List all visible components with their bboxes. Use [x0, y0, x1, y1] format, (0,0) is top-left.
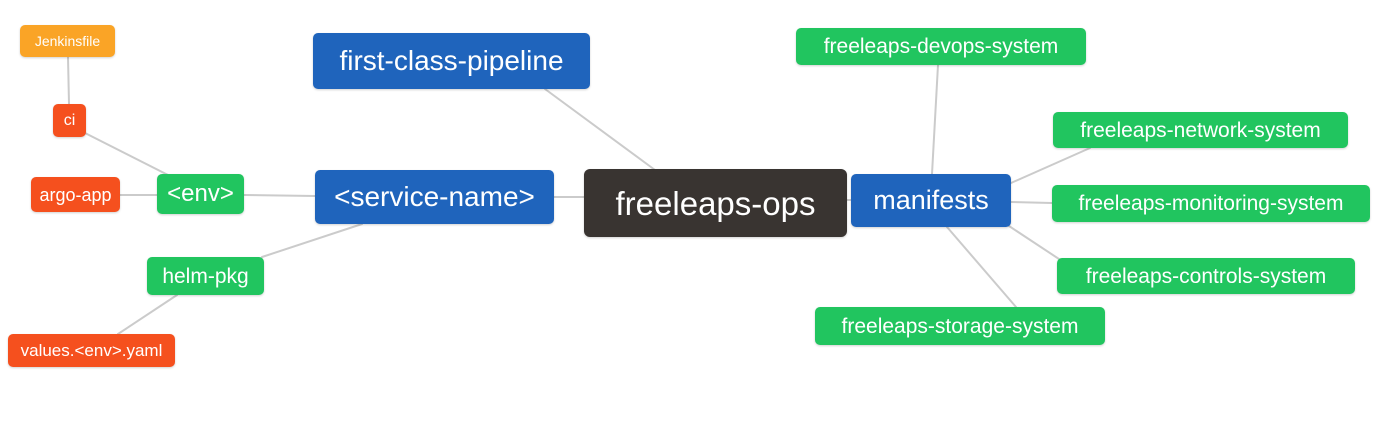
edge-manifests-devops: [931, 64, 939, 175]
node-argo-app[interactable]: argo-app: [31, 177, 120, 212]
edge-service-name-helm-pkg: [261, 223, 363, 258]
node-freeleaps-storage-system[interactable]: freeleaps-storage-system: [815, 307, 1105, 345]
node-freeleaps-controls-system[interactable]: freeleaps-controls-system: [1057, 258, 1355, 294]
node-helm-pkg[interactable]: helm-pkg: [147, 257, 264, 295]
edge-manifests-storage: [946, 226, 1017, 308]
node-env[interactable]: <env>: [157, 174, 244, 214]
node-freeleaps-devops-system[interactable]: freeleaps-devops-system: [796, 28, 1086, 65]
edge-first-class-freeleaps-ops: [544, 88, 656, 171]
node-service-name[interactable]: <service-name>: [315, 170, 554, 224]
edge-env-service-name: [243, 194, 316, 197]
node-freeleaps-monitoring-system[interactable]: freeleaps-monitoring-system: [1052, 185, 1370, 222]
node-freeleaps-network-system[interactable]: freeleaps-network-system: [1053, 112, 1348, 148]
node-values-env-yaml[interactable]: values.<env>.yaml: [8, 334, 175, 367]
node-manifests[interactable]: manifests: [851, 174, 1011, 227]
edge-manifests-controls: [1008, 225, 1063, 262]
edge-manifests-network: [1010, 147, 1091, 184]
node-first-class-pipeline[interactable]: first-class-pipeline: [313, 33, 590, 89]
edge-manifests-monitoring: [1010, 201, 1053, 204]
node-jenkinsfile[interactable]: Jenkinsfile: [20, 25, 115, 57]
edge-helm-pkg-values-yaml: [117, 294, 178, 335]
edge-ci-env: [84, 132, 171, 177]
node-freeleaps-ops-root[interactable]: freeleaps-ops: [584, 169, 847, 237]
edge-jenkinsfile-ci: [67, 56, 70, 105]
node-ci[interactable]: ci: [53, 104, 86, 137]
